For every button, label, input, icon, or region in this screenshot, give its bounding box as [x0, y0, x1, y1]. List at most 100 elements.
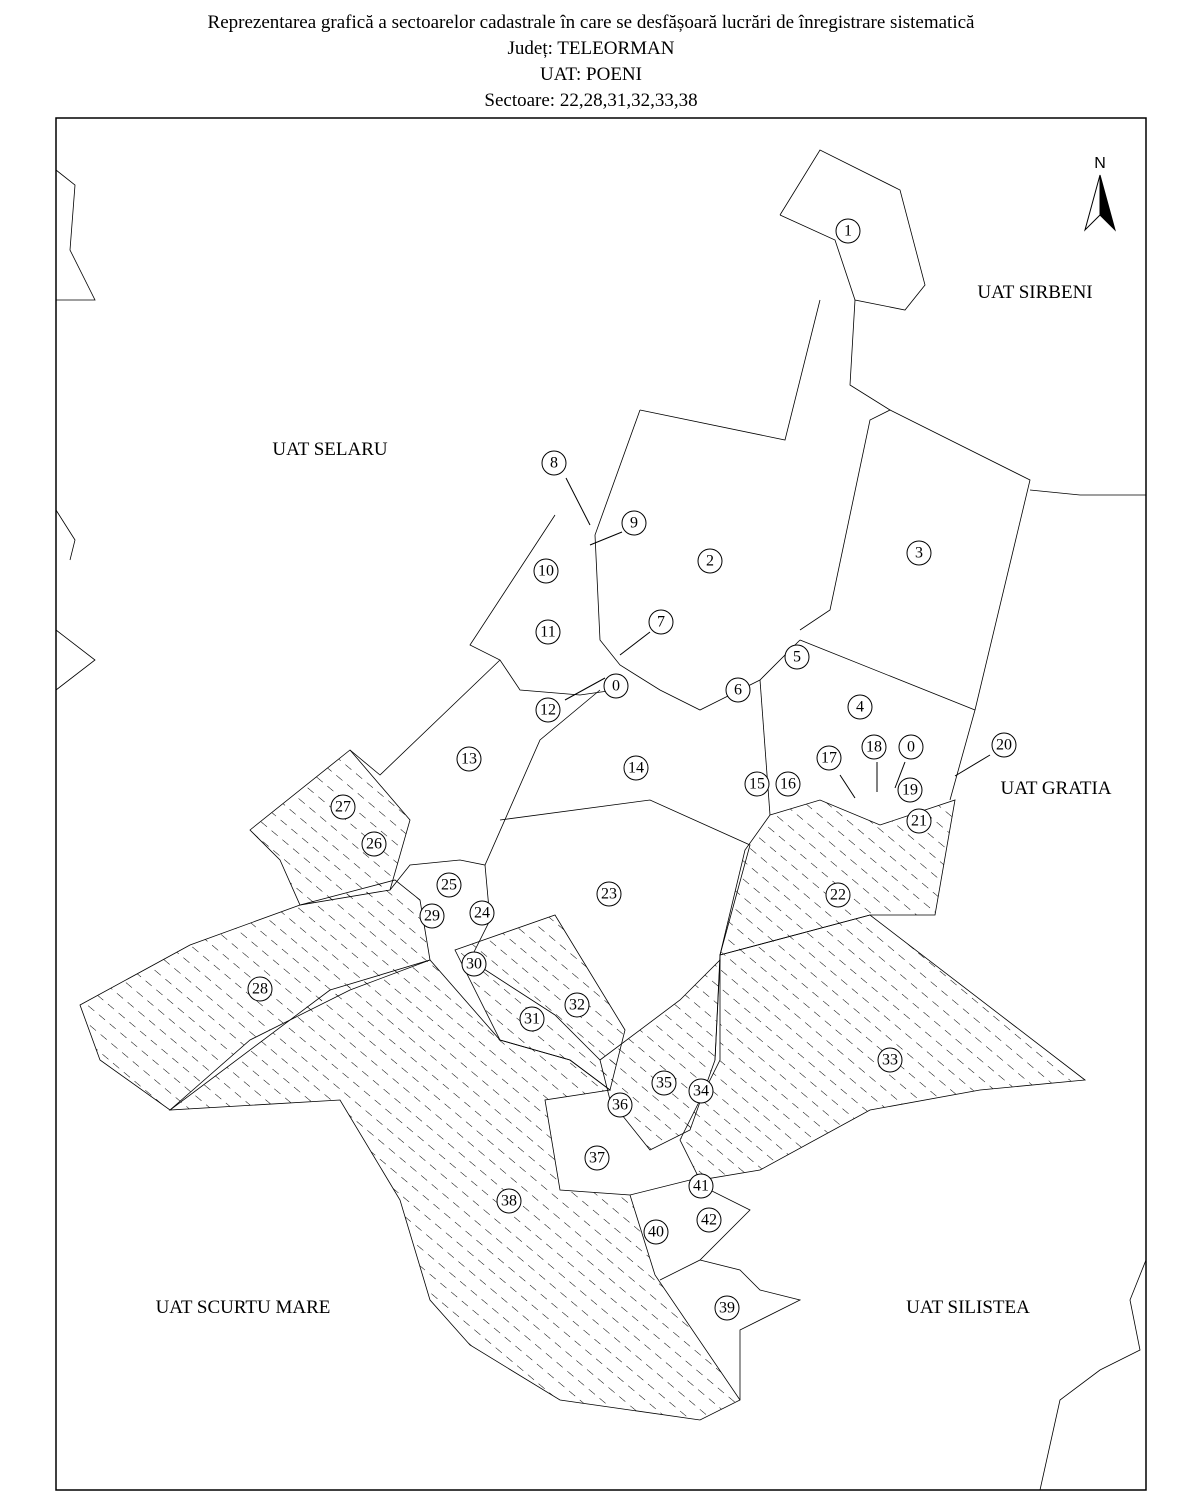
- sector-label-26: 26: [361, 831, 387, 857]
- sector-label-circle: [688, 1173, 714, 1199]
- sector-label-24: 24: [469, 900, 495, 926]
- sector-label-1: 1: [835, 218, 861, 244]
- sector-label-text: 30: [466, 956, 482, 973]
- uat-scurtu-mare-label: UAT SCURTU MARE: [156, 1297, 331, 1318]
- sector-label-12: 12: [535, 697, 561, 723]
- sector-label-5: 5: [784, 644, 810, 670]
- sector-label-circle: [697, 548, 723, 574]
- sector-label-23: 23: [596, 881, 622, 907]
- sector-label-17: 17: [816, 745, 842, 771]
- sector-label-circle: [775, 771, 801, 797]
- sector-label-circle: [696, 1207, 722, 1233]
- map-frame: [55, 117, 1147, 1491]
- sector-label-circle: [584, 1145, 610, 1171]
- sector-label-4: 4: [847, 694, 873, 720]
- sector-label-text: 23: [601, 886, 617, 903]
- sector-label-32: 32: [564, 992, 590, 1018]
- sector-label-8: 8: [541, 450, 567, 476]
- sector-label-circle: [816, 745, 842, 771]
- sector-label-text: 5: [793, 649, 801, 666]
- sector-label-circle: [897, 777, 923, 803]
- sector-label-text: 1: [844, 223, 852, 240]
- sector-label-text: 20: [996, 737, 1012, 754]
- sector-label-circle: [247, 976, 273, 1002]
- sector-label-circle: [825, 882, 851, 908]
- highlighted-sectors: [79, 749, 1087, 1421]
- sector-label-31: 31: [519, 1006, 545, 1032]
- sector-label-text: 9: [630, 515, 638, 532]
- sector-label-text: 40: [648, 1224, 664, 1241]
- sector-label-circle: [784, 644, 810, 670]
- sector-label-circle: [623, 755, 649, 781]
- sector-label-circle: [596, 881, 622, 907]
- sector-label-27: 27: [330, 794, 356, 820]
- sector-label-text: 31: [524, 1011, 540, 1028]
- sector-label-circle: [330, 794, 356, 820]
- sector-label-text: 0: [612, 678, 620, 695]
- sector-label-circle: [535, 697, 561, 723]
- sector-label-text: 8: [550, 455, 558, 472]
- sector-label-text: 39: [719, 1300, 735, 1317]
- uat-sirbeni-label: UAT SIRBENI: [977, 282, 1092, 303]
- county-label: Județ: TELEORMAN: [507, 38, 675, 59]
- sector-label-21: 21: [906, 808, 932, 834]
- sector-label-circle: [725, 677, 751, 703]
- sector-label-39: 39: [714, 1295, 740, 1321]
- uat-selaru-label: UAT SELARU: [272, 439, 388, 460]
- sector-label-text: 19: [902, 782, 918, 799]
- sector-label-circle: [835, 218, 861, 244]
- sector-label-text: 38: [501, 1193, 517, 1210]
- sector-label-text: 3: [915, 545, 923, 562]
- sector-label-circle: [436, 872, 462, 898]
- sector-label-circle: [744, 771, 770, 797]
- sector-label-34: 34: [688, 1078, 714, 1104]
- sector-label-11: 11: [535, 619, 561, 645]
- sector-label-circle: [469, 900, 495, 926]
- sector-label-text: 33: [882, 1052, 898, 1069]
- sector-label-circle: [456, 746, 482, 772]
- sector-22-area: [719, 799, 956, 956]
- sector-label-16: 16: [775, 771, 801, 797]
- sector-label-circle: [906, 808, 932, 834]
- sector-label-circle: [603, 673, 629, 699]
- sector-label-22: 22: [825, 882, 851, 908]
- sector-label-2: 2: [697, 548, 723, 574]
- sector-label-33: 33: [877, 1047, 903, 1073]
- sector-label-41: 41: [688, 1173, 714, 1199]
- sector-label-text: 41: [693, 1178, 709, 1195]
- sector-label-0: 0: [603, 673, 629, 699]
- sector-label-circle: [861, 734, 887, 760]
- sector-label-text: 42: [701, 1212, 717, 1229]
- sector-label-37: 37: [584, 1145, 610, 1171]
- sector-label-35: 35: [651, 1070, 677, 1096]
- sector-label-text: 2: [706, 553, 714, 570]
- sector-label-3: 3: [906, 540, 932, 566]
- sector-label-7: 7: [648, 609, 674, 635]
- sector-label-18: 18: [861, 734, 887, 760]
- sector-label-text: 7: [657, 614, 665, 631]
- sector-label-15: 15: [744, 771, 770, 797]
- sector-label-29: 29: [419, 903, 445, 929]
- sector-label-40: 40: [643, 1219, 669, 1245]
- sector-26-27-area: [249, 749, 411, 906]
- sector-label-circle: [419, 903, 445, 929]
- sector-label-circle: [533, 558, 559, 584]
- sector-label-text: 24: [474, 905, 490, 922]
- uat-gratia-label: UAT GRATIA: [1000, 778, 1111, 799]
- sector-label-text: 10: [538, 563, 554, 580]
- north-arrow: N: [1084, 155, 1116, 232]
- sector-label-circle: [648, 609, 674, 635]
- sectors-label: Sectoare: 22,28,31,32,33,38: [484, 90, 698, 111]
- sector-label-9: 9: [621, 510, 647, 536]
- sector-label-text: 17: [821, 750, 837, 767]
- sector-label-25: 25: [436, 872, 462, 898]
- sector-label-text: 11: [540, 624, 555, 641]
- sector-label-text: 32: [569, 997, 585, 1014]
- sector-label-circle: [361, 831, 387, 857]
- sector-label-42: 42: [696, 1207, 722, 1233]
- sector-label-text: 18: [866, 739, 882, 756]
- sector-label-text: 13: [461, 751, 477, 768]
- sector-label-14: 14: [623, 755, 649, 781]
